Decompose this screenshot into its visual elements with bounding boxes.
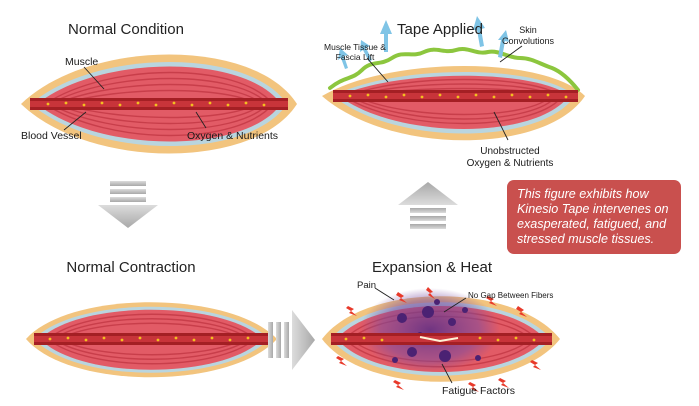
label-unobstructed-line1: Unobstructed [480,146,539,157]
label-no-gap: No Gap Between Fibers [468,291,553,300]
arrow-right [268,310,315,370]
title-normal-contraction: Normal Contraction [66,259,195,276]
title-normal-condition: Normal Condition [68,21,184,38]
lift-arrow-icon [338,48,348,69]
title-expansion-heat: Expansion & Heat [372,259,493,276]
muscle-normal-condition [21,54,297,154]
label-muscle: Muscle [65,56,98,68]
label-skin-line2: Convolutions [502,36,555,46]
label-pain: Pain [357,280,376,291]
label-muscle-tissue-line1: Muscle Tissue & [324,42,386,52]
label-skin-line1: Skin [519,25,537,35]
kinesio-tape [328,47,580,92]
caption-box: This figure exhibits how Kinesio Tape in… [507,180,681,254]
label-muscle-tissue-line2: Fascia Lift [336,52,375,62]
pain-bolts [336,287,541,392]
arrow-down [98,181,158,228]
lift-arrow-icon [498,30,509,58]
label-oxygen-nutrients: Oxygen & Nutrients [187,130,278,142]
caption-line-4: stressed muscle tissues. [517,232,655,246]
caption-line-2: Kinesio Tape intervenes on [517,202,669,216]
arrow-up [398,182,458,229]
muscle-expansion-heat [322,287,560,392]
label-fatigue-factors: Fatigue Factors [442,385,515,397]
lift-arrow-icon [473,16,485,47]
lift-arrow-icon [360,40,372,62]
lift-arrow-icon [380,20,392,52]
title-tape-applied: Tape Applied [397,21,483,38]
muscle-normal-contraction [26,302,277,378]
caption-line-1: This figure exhibits how [517,187,649,201]
caption-line-3: exasperated, fatigued, and [517,217,667,231]
muscle-tape-applied [322,16,585,141]
label-blood-vessel: Blood Vessel [21,130,82,142]
lift-arrows [338,16,509,69]
label-unobstructed-line2: Oxygen & Nutrients [467,158,554,169]
leader-lines [63,45,523,384]
